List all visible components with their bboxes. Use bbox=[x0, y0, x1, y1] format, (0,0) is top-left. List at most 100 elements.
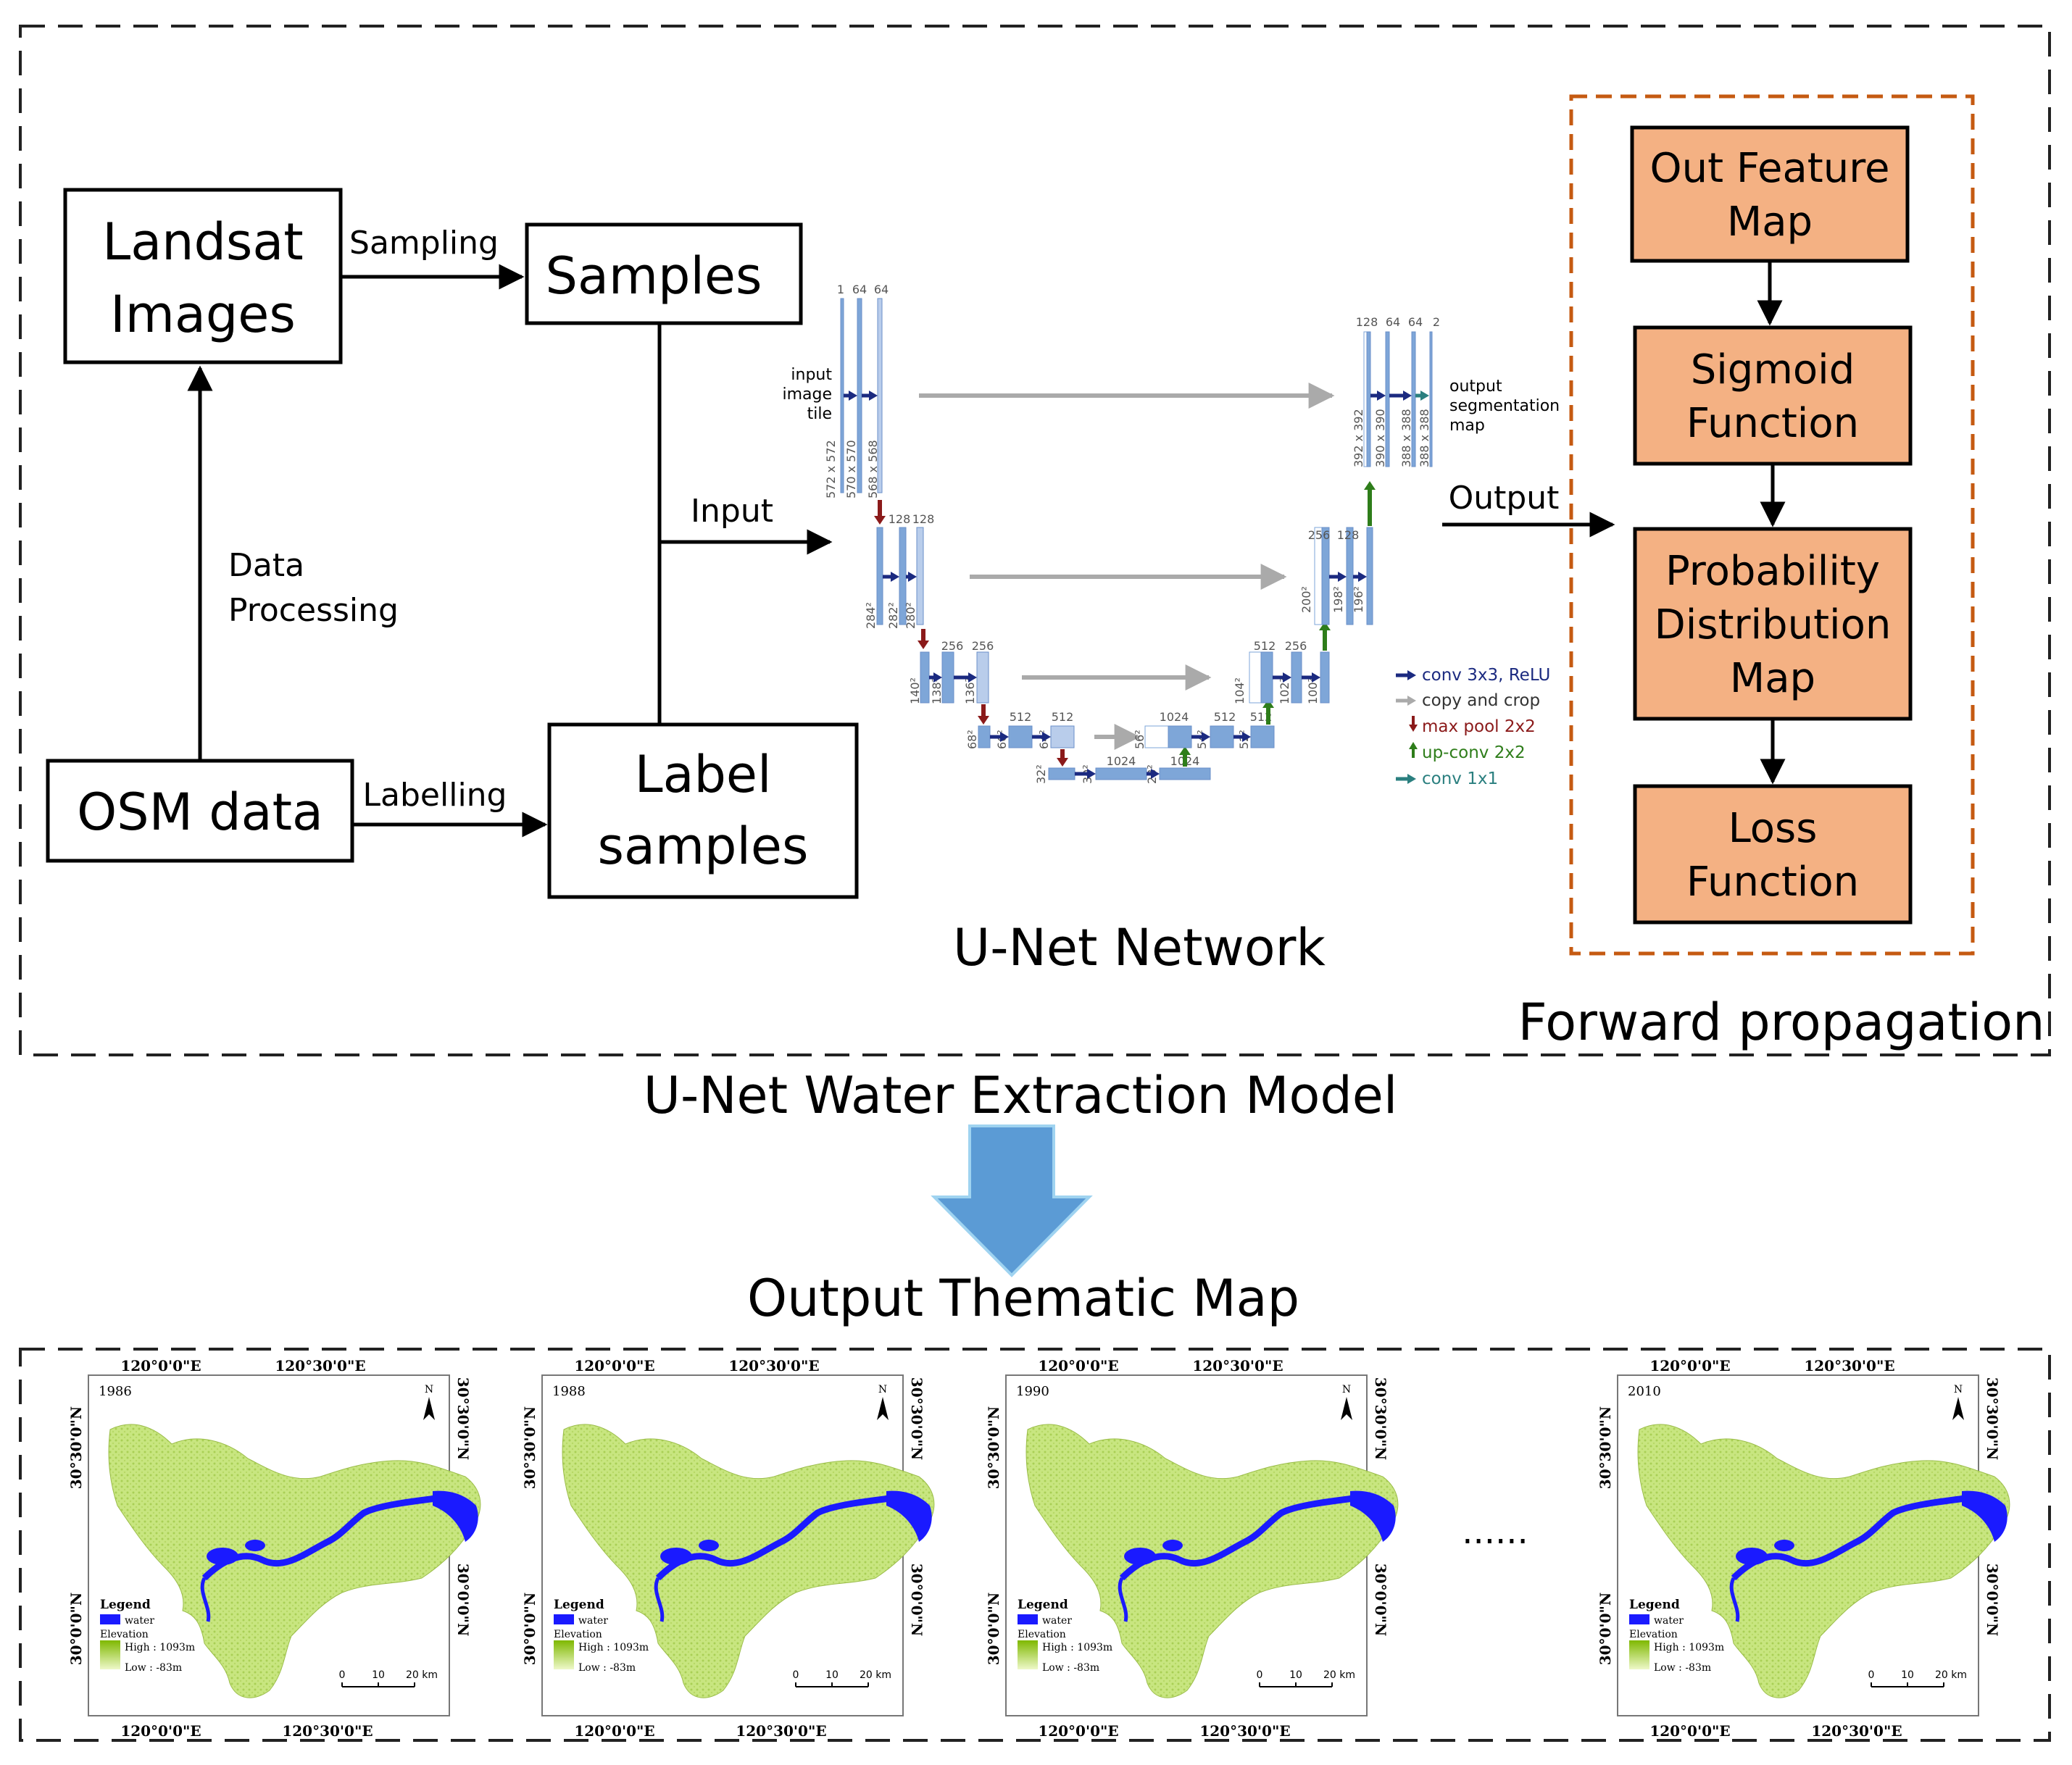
dec3-conv-b-head bbox=[1312, 672, 1320, 683]
output-label-2: map bbox=[1449, 417, 1485, 435]
map-lon-bottom-right: 120°30'0"E bbox=[1199, 1722, 1290, 1740]
dec1-block-3 bbox=[1429, 331, 1433, 467]
forward-step-3-line-3: Map bbox=[1730, 655, 1815, 702]
bottom-channel-0: 1024 bbox=[1107, 754, 1136, 768]
dec3-crop-block bbox=[1249, 651, 1262, 704]
forward-step-3-line-2: Distribution bbox=[1655, 601, 1892, 648]
legend-symbol-head-1 bbox=[1407, 696, 1416, 706]
dec1-size-1: 390 x 390 bbox=[1373, 409, 1387, 467]
legend-high: High : 1093m bbox=[1042, 1642, 1112, 1653]
dec2-size-2: 196² bbox=[1352, 586, 1365, 613]
map-lat-right-top: 30°30'0"N bbox=[1984, 1377, 2001, 1460]
enc1-size-1: 570 x 570 bbox=[844, 440, 858, 498]
estuary bbox=[1962, 1490, 2007, 1542]
map-lon-bottom-left: 120°0'0"E bbox=[574, 1722, 654, 1740]
upconv-2-head bbox=[1319, 622, 1331, 630]
bottom-size-0: 32² bbox=[1034, 764, 1048, 784]
legend-water: water bbox=[1042, 1615, 1072, 1627]
map-lon-top-right: 120°30'0"E bbox=[728, 1357, 819, 1374]
ellipsis: ...... bbox=[1462, 1511, 1528, 1552]
samples-box: Samples bbox=[525, 222, 803, 325]
water-swatch bbox=[1629, 1614, 1649, 1624]
legend-elevation: Elevation bbox=[100, 1629, 149, 1640]
enc2-channel-0: 128 bbox=[889, 512, 911, 526]
dec1-block-2 bbox=[1411, 331, 1416, 467]
dec3-block-2 bbox=[1320, 651, 1330, 704]
input-label-2: tile bbox=[807, 405, 832, 423]
legend-symbol-head-3 bbox=[1409, 742, 1418, 749]
legend-title: Legend bbox=[1018, 1598, 1068, 1612]
legend-high: High : 1093m bbox=[1654, 1642, 1724, 1653]
maxpool-3-head bbox=[978, 716, 989, 725]
enc1-channel-0: 1 bbox=[837, 283, 844, 296]
enc4-size-0: 68² bbox=[965, 730, 979, 749]
enc1-size-0: 572 x 572 bbox=[824, 440, 838, 498]
map-lon-top-right: 120°30'0"E bbox=[1192, 1357, 1283, 1374]
elevation-swatch bbox=[1018, 1640, 1038, 1669]
legend-water: water bbox=[1654, 1615, 1684, 1627]
enc2-size-2: 280² bbox=[904, 602, 918, 629]
map-lon-top-right: 120°30'0"E bbox=[275, 1357, 365, 1374]
input-label: Input bbox=[691, 493, 773, 530]
map-lat-right-bottom: 30°0'0"N bbox=[454, 1564, 472, 1637]
dec1-conv1x1-head bbox=[1420, 391, 1429, 401]
forward-step-1-line-1: Out Feature bbox=[1650, 145, 1890, 192]
dec3-size-0: 104² bbox=[1233, 677, 1247, 704]
lake-small bbox=[1774, 1540, 1794, 1551]
scale-label-1: 10 bbox=[372, 1669, 385, 1681]
dec4-block-1 bbox=[1210, 725, 1234, 748]
map-year: 1988 bbox=[552, 1384, 586, 1399]
map-lon-bottom-right: 120°30'0"E bbox=[1811, 1722, 1902, 1740]
enc1-channel-2: 64 bbox=[874, 283, 889, 296]
dec3-channel-1: 256 bbox=[1285, 639, 1307, 653]
landsat-images-box: Landsat Images bbox=[63, 188, 343, 364]
map-lon-top-left: 120°0'0"E bbox=[574, 1357, 654, 1374]
enc1-size-2: 568 x 568 bbox=[866, 440, 880, 498]
dec3-size-1: 102² bbox=[1278, 677, 1291, 704]
dec4-channel-1: 512 bbox=[1214, 710, 1236, 724]
enc3-size-1: 138² bbox=[930, 677, 944, 704]
enc2-conv-b-head bbox=[908, 572, 917, 582]
samples-text: Samples bbox=[546, 246, 762, 306]
enc3-channel-0: 256 bbox=[941, 639, 964, 653]
map-lat-right-top: 30°30'0"N bbox=[454, 1377, 472, 1460]
scale-label-0: 0 bbox=[793, 1669, 799, 1681]
legend-symbol-head-4 bbox=[1407, 774, 1416, 784]
forward-step-box-4 bbox=[1633, 784, 1913, 925]
north-arrow-icon bbox=[877, 1397, 889, 1420]
dec1-size-3: 388 x 388 bbox=[1418, 409, 1431, 467]
legend-text-3: up-conv 2x2 bbox=[1422, 743, 1526, 762]
enc2-block-2 bbox=[916, 527, 924, 625]
dec4-channel-0: 1024 bbox=[1160, 710, 1189, 724]
dec3-size-2: 100² bbox=[1306, 677, 1320, 704]
model-frame bbox=[19, 25, 2051, 1056]
legend-elevation: Elevation bbox=[554, 1629, 602, 1640]
unet-network-title: U-Net Network bbox=[953, 918, 1326, 977]
enc3-conv-a-head bbox=[933, 672, 942, 683]
dec3-channel-0: 512 bbox=[1254, 639, 1276, 653]
legend-water: water bbox=[578, 1615, 608, 1627]
map-lat-right-top: 30°30'0"N bbox=[1372, 1377, 1389, 1460]
legend-title: Legend bbox=[100, 1598, 151, 1612]
legend-symbol-head-0 bbox=[1407, 670, 1416, 680]
legend-high: High : 1093m bbox=[578, 1642, 649, 1653]
dec1-channel-1: 64 bbox=[1386, 315, 1400, 329]
enc2-channel-1: 128 bbox=[912, 512, 935, 526]
enc1-conv-a-head bbox=[849, 391, 857, 401]
sampling-label: Sampling bbox=[349, 225, 499, 262]
map-lat-left-bottom: 30°0'0"N bbox=[67, 1593, 85, 1666]
map-lat-right-top: 30°30'0"N bbox=[908, 1377, 925, 1460]
maxpool-4-head bbox=[1057, 758, 1068, 767]
north-label: N bbox=[878, 1384, 887, 1395]
enc3-size-0: 140² bbox=[908, 677, 922, 704]
bottom-block-2 bbox=[1159, 767, 1211, 780]
enc1-block-0 bbox=[840, 298, 844, 493]
input-label-0: input bbox=[791, 366, 832, 384]
map-lon-top-right: 120°30'0"E bbox=[1804, 1357, 1894, 1374]
dec1-conv-a-head bbox=[1377, 391, 1386, 401]
dec1-channel-2: 64 bbox=[1408, 315, 1423, 329]
dec2-channel-0: 256 bbox=[1308, 528, 1331, 542]
